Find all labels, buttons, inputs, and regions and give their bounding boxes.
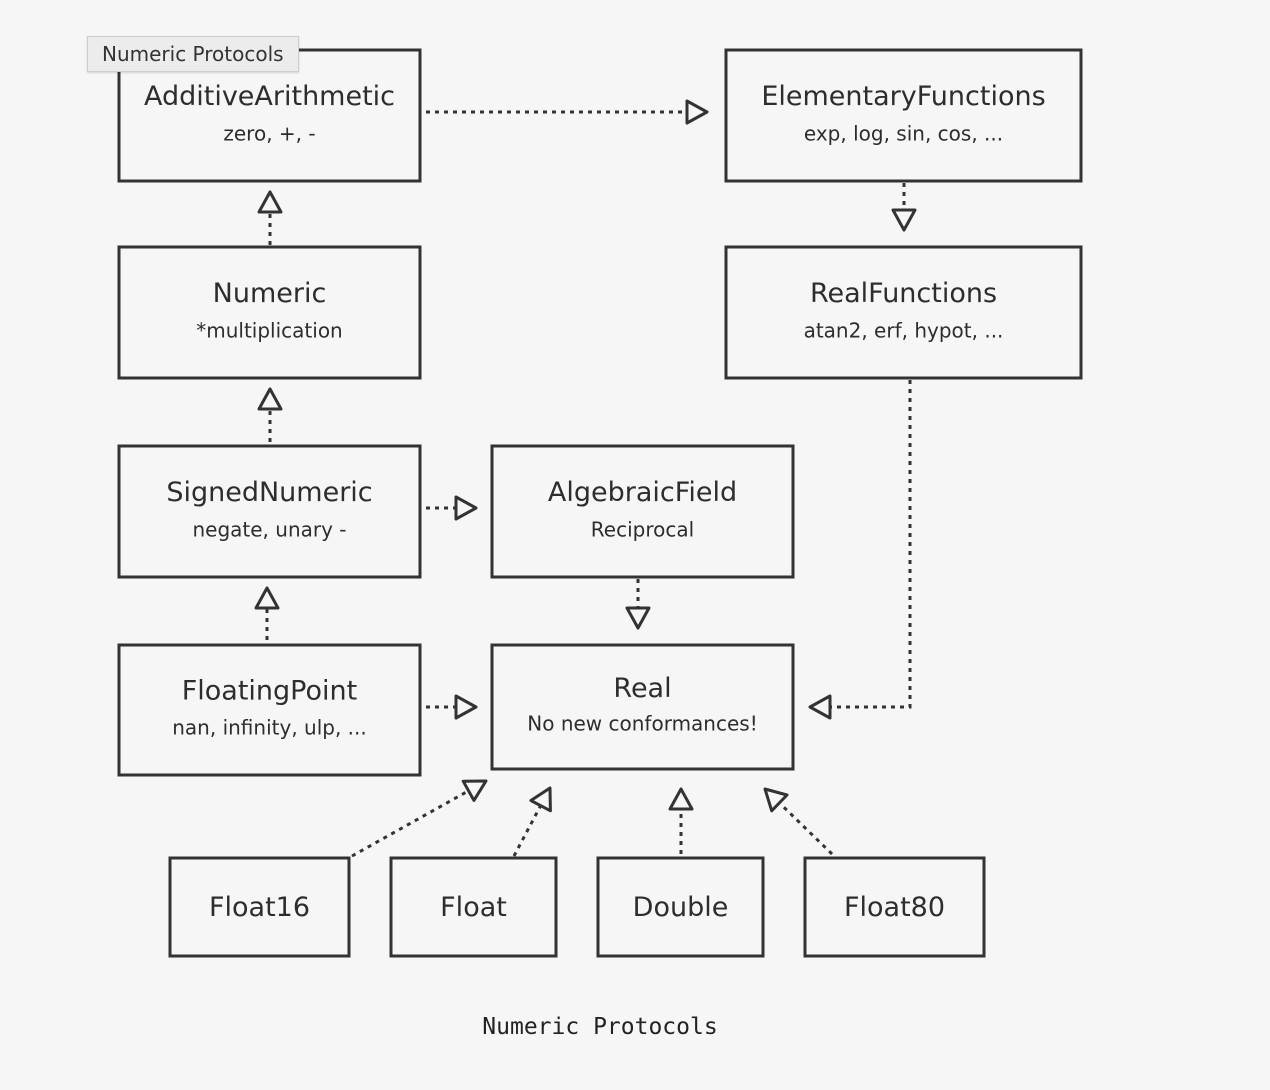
edge-numeric-to-additive: [257, 190, 283, 245]
node-name: Numeric: [213, 278, 327, 309]
node-name: Float80: [844, 892, 945, 923]
edge-line: [778, 801, 834, 856]
edge-floatingpoint-to-signed: [254, 586, 280, 640]
diagram-caption: Numeric Protocols: [482, 1014, 718, 1040]
node-numeric: Numeric *multiplication: [117, 245, 422, 380]
node-name: ElementaryFunctions: [761, 81, 1045, 112]
tooltip: Numeric Protocols: [87, 36, 299, 72]
node-subtitle: No new conformances!: [527, 712, 757, 736]
node-name: AdditiveArithmetic: [144, 81, 395, 112]
edge-realfunctions-to-real: [808, 380, 912, 720]
edge-line: [351, 789, 470, 858]
node-box: [724, 48, 1083, 183]
node-box: [724, 245, 1083, 380]
arrowhead: [763, 787, 789, 813]
node-box: [490, 643, 795, 771]
arrowhead: [529, 786, 552, 813]
arrowhead: [685, 99, 709, 125]
arrowhead: [254, 586, 280, 610]
arrowhead: [454, 495, 478, 521]
arrowhead: [625, 606, 651, 630]
node-float16: Float16: [168, 856, 351, 958]
edge-elementary-to-realfunctions: [891, 183, 917, 232]
edge-line: [512, 804, 542, 857]
node-box: [490, 444, 795, 579]
node-subtitle: atan2, erf, hypot, ...: [804, 318, 1004, 342]
node-box: [803, 856, 986, 958]
node-subtitle: nan, infinity, ulp, ...: [172, 716, 367, 740]
edges-layer: [254, 99, 917, 858]
edge-float-to-real: [512, 786, 552, 857]
node-name: Float: [440, 892, 507, 923]
edge-algebraic-to-real: [625, 579, 651, 630]
node-box: [117, 444, 422, 579]
arrowhead: [668, 787, 694, 811]
node-subtitle: negate, unary -: [192, 517, 346, 541]
edge-line: [830, 380, 912, 709]
edge-floatingpoint-to-real: [426, 694, 478, 720]
node-name: SignedNumeric: [166, 477, 372, 508]
node-name: FloatingPoint: [182, 676, 357, 707]
node-name: Float16: [209, 892, 310, 923]
node-subtitle: Reciprocal: [591, 517, 694, 541]
node-floatingpoint: FloatingPoint nan, infinity, ulp, ...: [117, 643, 422, 777]
node-real: Real No new conformances!: [490, 643, 795, 771]
node-float: Float: [389, 856, 558, 958]
node-name: Double: [633, 892, 729, 923]
node-subtitle: zero, +, -: [223, 121, 315, 145]
node-box: [596, 856, 765, 958]
edge-double-to-real: [668, 787, 694, 854]
edge-float16-to-real: [351, 779, 488, 858]
arrowhead: [808, 694, 832, 720]
node-elementary: ElementaryFunctions exp, log, sin, cos, .…: [724, 48, 1083, 183]
node-float80: Float80: [803, 856, 986, 958]
arrowhead: [461, 779, 488, 802]
node-double: Double: [596, 856, 765, 958]
node-realfunctions: RealFunctions atan2, erf, hypot, ...: [724, 245, 1083, 380]
arrowhead: [454, 694, 478, 720]
node-box: [389, 856, 558, 958]
node-box: [117, 643, 422, 777]
node-name: Real: [613, 673, 671, 704]
node-name: RealFunctions: [810, 278, 997, 309]
arrowhead: [891, 208, 917, 232]
node-box: [117, 245, 422, 380]
node-box: [168, 856, 351, 958]
nodes-layer: AdditiveArithmetic zero, +, - Numeric *mult…: [117, 48, 1083, 958]
arrowhead: [257, 190, 283, 214]
edge-signed-to-numeric: [257, 387, 283, 442]
edge-additive-to-elementary: [426, 99, 709, 125]
node-subtitle: *multiplication: [196, 318, 342, 342]
arrowhead: [257, 387, 283, 411]
edge-float80-to-real: [763, 787, 834, 856]
node-subtitle: exp, log, sin, cos, ...: [804, 121, 1003, 145]
node-signed: SignedNumeric negate, unary -: [117, 444, 422, 579]
edge-signed-to-algebraic: [426, 495, 478, 521]
node-name: AlgebraicField: [548, 477, 737, 508]
